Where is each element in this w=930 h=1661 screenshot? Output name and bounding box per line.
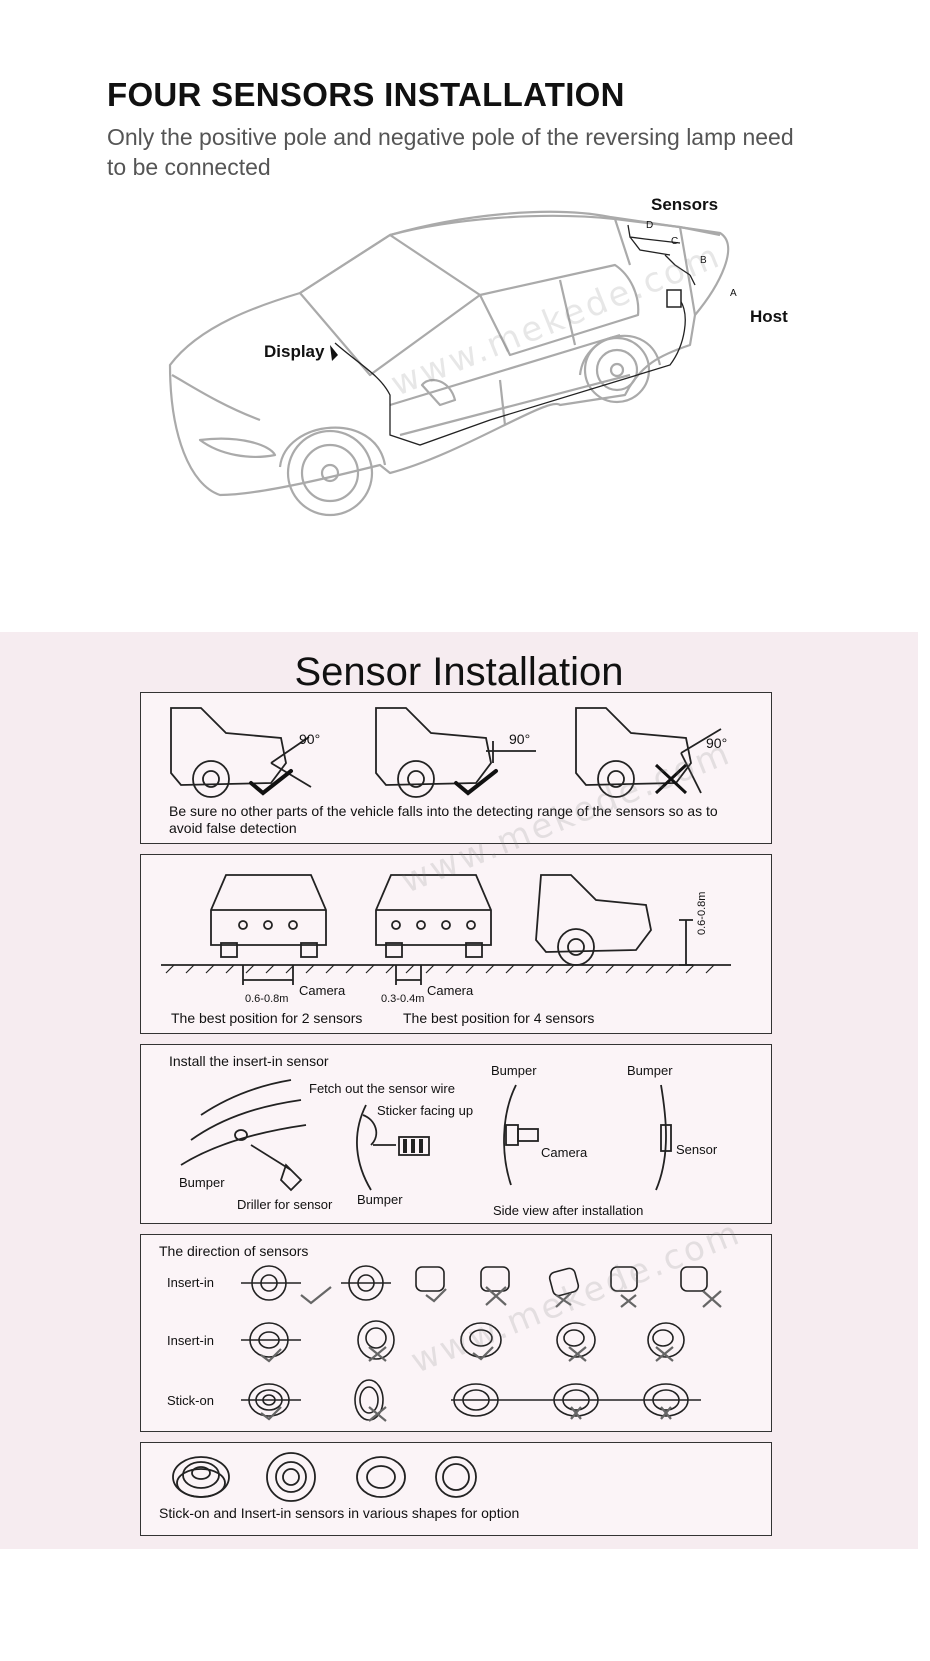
section-title: Sensor Installation	[294, 650, 624, 694]
angle-label-2: 90°	[509, 731, 531, 747]
point-c-label: C	[671, 236, 679, 247]
display-label: Display	[264, 342, 325, 361]
camera-label-2: Camera	[427, 983, 474, 998]
bumper-label-2: Bumper	[627, 1063, 673, 1078]
detection-range-diagram	[170, 707, 722, 798]
direction-title: The direction of sensors	[159, 1243, 309, 1259]
point-d-label: D	[646, 220, 654, 231]
panel-best-position: 0.6-0.8m Camera 0.3-0.4m Camera 0.6-0.8m…	[140, 854, 772, 1034]
distance-2-sensors: 0.6-0.8m	[245, 993, 289, 1005]
caption-4-sensors: The best position for 4 sensors	[403, 1010, 595, 1026]
insert-sensor-diagram	[180, 1079, 672, 1192]
insert-title: Install the insert-in sensor	[169, 1053, 329, 1069]
page-subtitle: Only the positive pole and negative pole…	[107, 124, 794, 180]
angle-label-3: 90°	[706, 735, 728, 751]
sensor-label: Sensor	[676, 1142, 718, 1157]
page-title: FOUR SENSORS INSTALLATION	[107, 76, 625, 113]
car-diagram	[168, 210, 730, 517]
best-position-diagram	[161, 874, 731, 985]
point-b-label: B	[700, 255, 707, 266]
bumper-label-4: Bumper	[357, 1192, 403, 1207]
side-view-label: Side view after installation	[493, 1203, 644, 1218]
sensor-direction-diagram	[241, 1265, 722, 1422]
host-label: Host	[750, 307, 788, 326]
row-label-2: Insert-in	[167, 1333, 214, 1348]
panel-sensor-shapes: Stick-on and Insert-in sensors in variou…	[140, 1442, 772, 1536]
panel-detection-range: 90° 90° 90° Be sure no other parts of th…	[140, 692, 772, 844]
panel-insert-sensor: Install the insert-in sensor	[140, 1044, 772, 1224]
caption-2-sensors: The best position for 2 sensors	[171, 1010, 363, 1026]
distance-4-sensors: 0.3-0.4m	[381, 993, 425, 1005]
height-label: 0.6-0.8m	[696, 891, 708, 935]
sensors-label: Sensors	[651, 195, 719, 214]
panel-sensor-direction: The direction of sensors Insert-in Inser…	[140, 1234, 772, 1432]
sensor-installation-section: Sensor Installation	[0, 632, 918, 1549]
row-label-3: Stick-on	[167, 1393, 214, 1408]
detection-caption: Be sure no other parts of the vehicle fa…	[169, 803, 718, 836]
bumper-label-3: Bumper	[179, 1175, 225, 1190]
point-a-label: A	[730, 288, 737, 299]
four-sensors-section: FOUR SENSORS INSTALLATION Only the posit…	[0, 0, 930, 630]
camera-label-3: Camera	[541, 1145, 588, 1160]
sticker-label: Sticker facing up	[377, 1103, 474, 1118]
camera-label-1: Camera	[299, 983, 346, 998]
angle-label-1: 90°	[299, 731, 321, 747]
fetch-wire-label: Fetch out the sensor wire	[309, 1081, 455, 1096]
shapes-caption: Stick-on and Insert-in sensors in variou…	[159, 1505, 520, 1521]
row-label-1: Insert-in	[167, 1275, 214, 1290]
bumper-label-1: Bumper	[491, 1063, 537, 1078]
sensor-shapes-diagram	[172, 1452, 477, 1502]
driller-label: Driller for sensor	[237, 1197, 333, 1212]
